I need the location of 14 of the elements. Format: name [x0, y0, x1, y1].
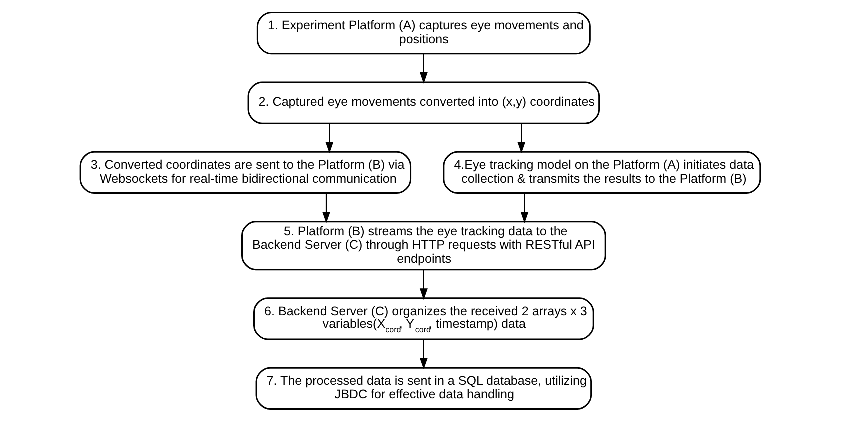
node-box: 5. Platform (B) streams the eye tracking data to the Backend Server (C) through HTTP requests with RESTful API endpoints [242, 221, 606, 271]
node-box: 1. Experiment Platform (A) captures eye movements and positions [256, 12, 591, 55]
arrow [420, 270, 428, 300]
node-box: 3. Converted coordinates are sent to the Platform (B) via Websockets for real-time bidirectional communication [80, 151, 412, 194]
node-box: 7. The processed data is sent in a SQL database, utilizing JBDC for effective data handling [256, 367, 592, 410]
arrow [420, 54, 428, 84]
arrow [326, 124, 334, 154]
arrow [518, 124, 526, 154]
arrow [520, 193, 529, 224]
node-box: 4.Eye tracking model on the Platform (A) initiates data collection & transmits the results to the Platform (B) [443, 151, 762, 194]
arrow [322, 193, 331, 224]
node-box: 6. Backend Server (C) organizes the received 2 arrays x 3 variables(X$_{cord}$, Y$_{cord}$, timestamp) data [254, 298, 594, 340]
node-box: 2. Captured eye movements converted into (x,y) coordinates [248, 82, 600, 124]
arrow [420, 340, 428, 370]
